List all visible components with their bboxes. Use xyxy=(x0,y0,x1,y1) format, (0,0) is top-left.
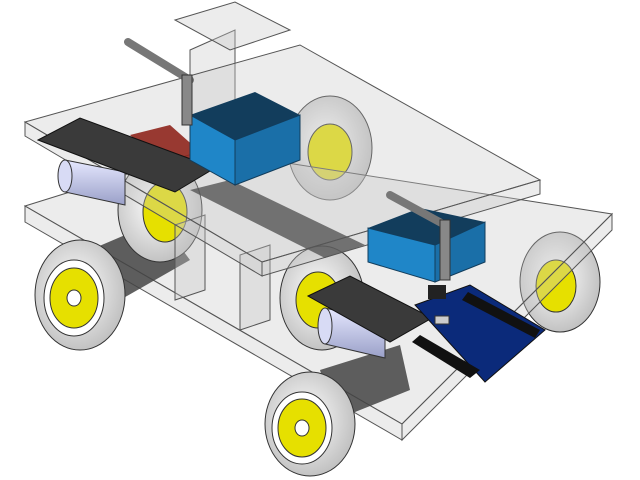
standoff-pillar xyxy=(174,214,206,301)
blue-pcb xyxy=(412,284,546,383)
servo-rear xyxy=(124,38,301,186)
chassis-beam xyxy=(190,180,365,258)
wheel-front-left xyxy=(34,239,126,351)
wheel-rear-left xyxy=(287,95,373,201)
servo-front xyxy=(367,191,486,299)
battery-left xyxy=(57,159,126,206)
wheel-front-right xyxy=(264,371,356,477)
